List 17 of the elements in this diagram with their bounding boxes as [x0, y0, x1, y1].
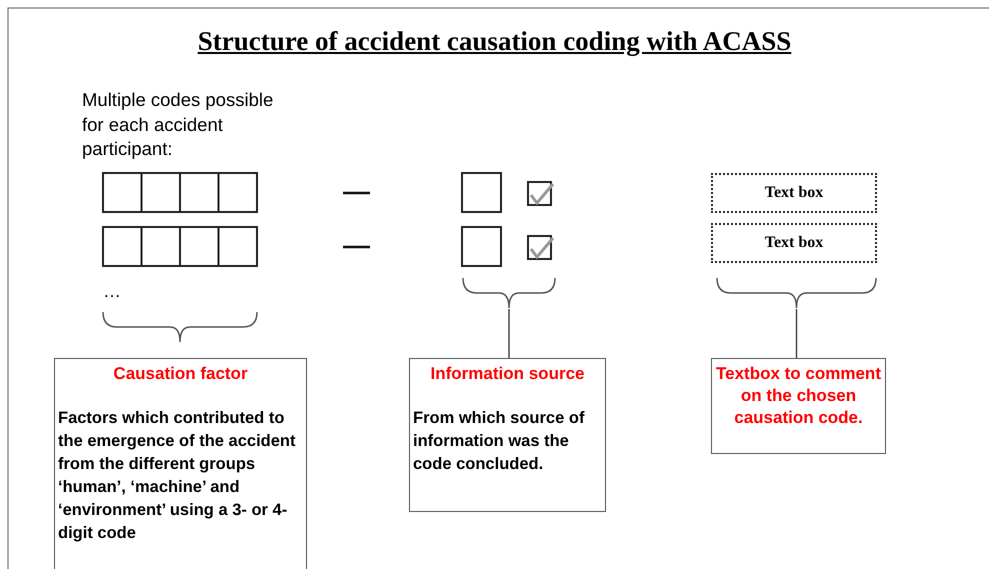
connector-line [796, 309, 798, 358]
text-box: Text box [711, 223, 877, 263]
curly-brace [716, 277, 877, 308]
box-heading: Causation factor [112, 363, 249, 385]
ellipsis-text: … [103, 281, 121, 301]
diagram-title: Structure of accident causation coding with ACASS [198, 26, 792, 56]
description-box [54, 358, 307, 569]
connector-line [508, 309, 510, 358]
description-box [711, 358, 886, 454]
instruction-text: Multiple codes possible for each accident participant: [82, 89, 274, 159]
box-description: From which source of information was the code concluded. [413, 408, 586, 475]
box-heading: Information source [430, 363, 586, 385]
box-description: Factors which contributed to the emergence of the accident from the different groups ‘human’, ‘machine’ and ‘environment’ using a 3- or 4-digit code [58, 408, 296, 544]
curly-brace [462, 277, 556, 308]
description-box [409, 358, 606, 512]
box-heading: Textbox to comment on the chosen causation code. [715, 363, 882, 429]
text-box: Text box [711, 173, 877, 213]
